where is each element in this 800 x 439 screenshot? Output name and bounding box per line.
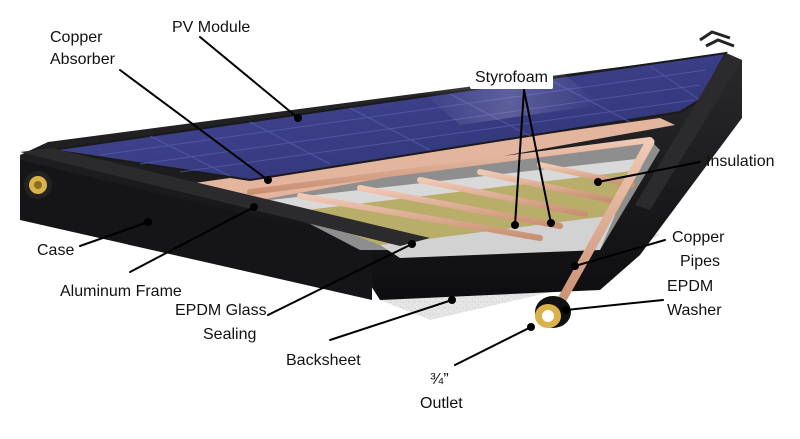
leader-case: [79, 221, 149, 247]
label-backsheet: Backsheet: [286, 352, 361, 369]
leader-copper-pipes: [574, 239, 666, 267]
leader-pv-module: [199, 36, 299, 119]
label-insulation: Insulation: [706, 153, 775, 170]
leader-styrofoam-left: [514, 89, 525, 226]
leader-lines: [79, 36, 701, 366]
case-front-face: [20, 160, 372, 300]
label-pv-module: PV Module: [172, 19, 251, 36]
label-copper-pipes-line1: Copper: [672, 229, 725, 246]
aluminum-frame-rail: [20, 148, 430, 246]
label-copper-pipes-line2: Pipes: [680, 253, 721, 270]
label-epdm-washer-line1: EPDM: [667, 278, 714, 295]
label-copper-absorber-line2: Absorber: [50, 51, 115, 68]
cable-connectors: [699, 30, 735, 48]
leader-epdm-washer: [565, 299, 664, 311]
leader-copper-absorber: [119, 69, 269, 181]
aluminum-frame-right: [635, 53, 742, 210]
copper-absorber-sheet: [180, 118, 675, 200]
label-copper-absorber-line1: Copper: [50, 29, 103, 46]
leader-aluminum-frame: [129, 206, 255, 273]
leader-backsheet: [329, 299, 453, 341]
leader-epdm-glass-sealing: [267, 243, 413, 316]
leader-styrofoam-right: [523, 89, 552, 224]
label-case: Case: [37, 242, 75, 259]
label-epdm-washer-line2: Washer: [667, 302, 722, 319]
leader-insulation: [597, 161, 701, 183]
label-epdm-glass-sealing-line2: Sealing: [203, 326, 257, 343]
leader-endpoints: [144, 114, 602, 331]
pv-gloss: [420, 70, 600, 125]
leader-outlet: [454, 326, 532, 366]
label-outlet: Outlet: [420, 395, 463, 412]
inlet-fitting: [24, 171, 52, 199]
label-aluminum-frame: Aluminum Frame: [60, 283, 182, 300]
label-styrofoam: Styrofoam: [470, 67, 553, 89]
label-outlet-size: ¾”: [430, 371, 449, 388]
label-epdm-glass-sealing-line1: EPDM Glass: [175, 302, 267, 319]
copper-pipes: [247, 137, 655, 317]
outlet-fitting: [535, 296, 571, 328]
